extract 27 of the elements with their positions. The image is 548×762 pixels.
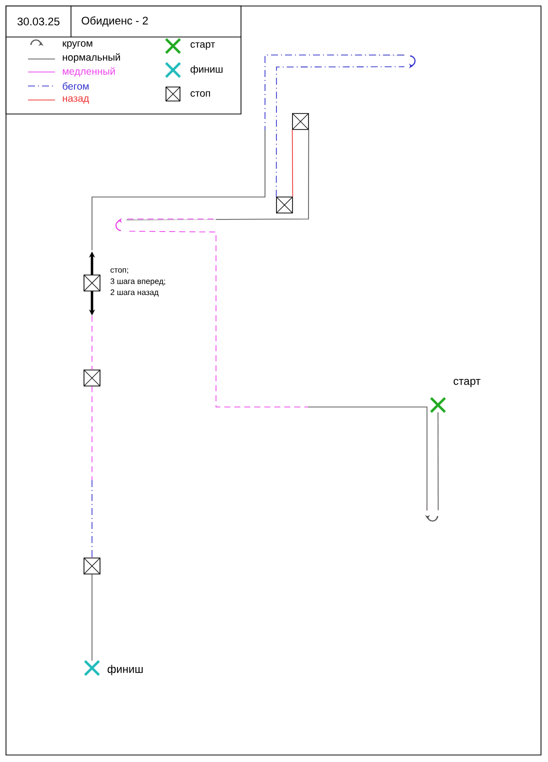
legend-text: бегом	[62, 82, 89, 90]
path-line	[438, 412, 439, 511]
legend-text: кругом	[62, 41, 92, 49]
marker-label: старт	[454, 378, 480, 388]
marker-label: 2 шага назад	[110, 289, 159, 297]
legend-text: финиш	[190, 65, 222, 75]
stop-box	[276, 196, 293, 214]
stop-box	[292, 113, 309, 130]
path-line	[276, 66, 405, 198]
date-text: 30.03.25	[18, 18, 60, 26]
path-line	[91, 386, 93, 558]
stop-box	[84, 370, 100, 386]
legend-text: старт	[190, 42, 215, 50]
path-line	[292, 129, 294, 198]
cross-marker	[84, 660, 100, 676]
cross-marker	[430, 396, 446, 414]
path-line	[92, 54, 405, 251]
legend-text: назад	[62, 96, 89, 104]
legend-text: медленный	[62, 67, 115, 77]
stop-box	[84, 558, 100, 574]
title-text: Обидиенс - 2	[82, 16, 148, 27]
path-line	[126, 129, 310, 220]
legend-text: стоп	[190, 91, 210, 97]
marker-label: финиш	[108, 664, 143, 676]
marker-label: 3 шага вперед;	[110, 278, 166, 286]
legend-text: нормальный	[62, 53, 120, 63]
marker-label: стоп;	[110, 268, 128, 274]
